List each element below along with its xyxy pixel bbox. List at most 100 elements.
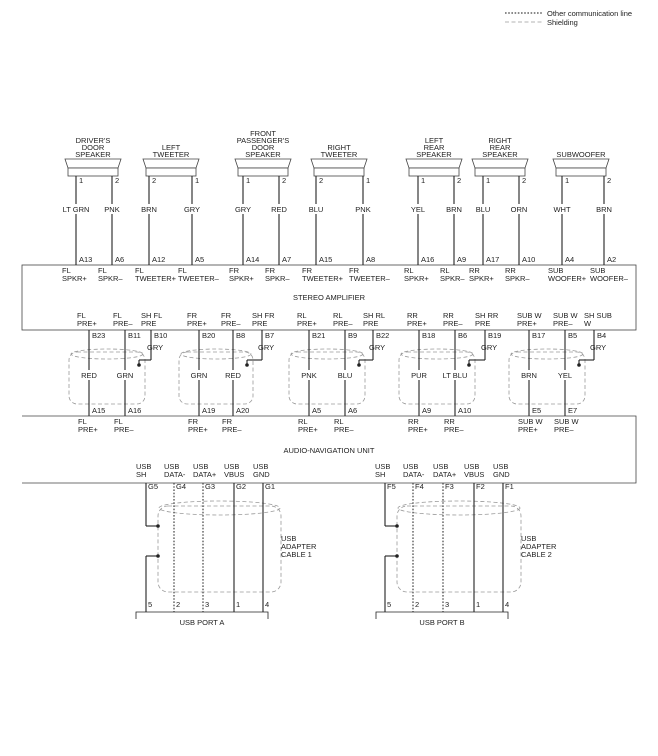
- amp-pin-label: SPKR+: [469, 274, 494, 283]
- usb-port-group-1: USBSHF55USBDATA-F42USBDATA+F33USBVBUSF21…: [375, 462, 557, 627]
- unit-pin-label: RR: [444, 417, 455, 426]
- wire-label-bg: [265, 204, 293, 214]
- usb-port-pin-number: 3: [445, 600, 449, 609]
- speaker-pin-number: 1: [246, 176, 250, 185]
- usb-pin-label: VBUS: [464, 470, 484, 479]
- amp-pin-label: FR: [229, 266, 240, 275]
- splice-dot: [577, 363, 581, 367]
- speaker-connector-body: [474, 167, 526, 177]
- channel-shield-top: [70, 348, 144, 360]
- speaker-wire-color: RED: [271, 205, 287, 214]
- wire-label-bg: [553, 370, 577, 380]
- amp-pre-label: PRE–: [221, 319, 241, 328]
- wire-label-bg: [178, 204, 206, 214]
- unit-terminal-label: A9: [422, 406, 431, 415]
- speaker-wire-color: LT GRN: [63, 205, 90, 214]
- amp-pre-label: PRE+: [77, 319, 97, 328]
- legend: Other communication line Shielding: [505, 9, 632, 27]
- channel-shield-top: [510, 348, 584, 360]
- amp-pre-label: PRE+: [407, 319, 427, 328]
- splice-dot: [156, 554, 160, 558]
- speaker-connector-top: [234, 158, 292, 169]
- amp-pre-label: PRE+: [297, 319, 317, 328]
- wire-label-bg: [187, 370, 211, 380]
- usb-pin-label: USB: [464, 462, 479, 471]
- amp-terminal-label: B4: [597, 331, 606, 340]
- usb-terminal-label: F5: [387, 482, 396, 491]
- speaker-name-line: PASSENGER'S: [237, 136, 290, 145]
- splice-dot: [245, 363, 249, 367]
- speaker-name-line: LEFT: [162, 143, 181, 152]
- amp-pre-label: W: [584, 319, 592, 328]
- amp-terminal-label: B8: [236, 331, 245, 340]
- usb-cable-label: CABLE 2: [521, 550, 552, 559]
- unit-terminal-label: A16: [128, 406, 141, 415]
- unit-pin-label: PRE+: [78, 425, 98, 434]
- usb-cable-label: USB: [521, 534, 536, 543]
- speaker-2: FRONTPASSENGER'SDOORSPEAKER1GRYA14FRSPKR…: [229, 129, 293, 283]
- usb-port-pin-number: 5: [148, 600, 152, 609]
- usb-cable-label: ADAPTER: [281, 542, 317, 551]
- amp-terminal-label: A7: [282, 255, 291, 264]
- usb-terminal-label: F3: [445, 482, 454, 491]
- speaker-3: RIGHTTWEETER2BLUA15FRTWEETER+1PNKA8FRTWE…: [302, 143, 391, 283]
- wire-label-bg: [229, 204, 257, 214]
- amp-terminal-label: B22: [376, 331, 389, 340]
- usb-pin-label: USB: [193, 462, 208, 471]
- usb-pin-label: DATA+: [193, 470, 217, 479]
- unit-pin-label: PRE+: [188, 425, 208, 434]
- amp-pre-label: SH FR: [252, 311, 275, 320]
- speaker-name-line: SUBWOOFER: [556, 150, 606, 159]
- wire-label-bg: [469, 204, 497, 214]
- amp-terminal-label: B23: [92, 331, 105, 340]
- amp-pre-label: PRE: [475, 319, 490, 328]
- usb-pin-label: USB: [253, 462, 268, 471]
- amp-terminal-label: B18: [422, 331, 435, 340]
- speaker-connector-top: [471, 158, 529, 169]
- speaker-pin-number: 1: [79, 176, 83, 185]
- speaker-pin-number: 2: [522, 176, 526, 185]
- speaker-wire-color: GRY: [235, 205, 251, 214]
- amp-pre-label: FL: [77, 311, 86, 320]
- amp-pin-label: FL: [98, 266, 107, 275]
- amp-pre-label: SH RR: [475, 311, 499, 320]
- amp-pre-label: PRE–: [333, 319, 353, 328]
- speaker-name-line: SPEAKER: [416, 150, 452, 159]
- channel-shield: [68, 351, 146, 405]
- drain-wire-color: GRY: [369, 343, 385, 352]
- amp-pre-label: PRE: [141, 319, 156, 328]
- usb-port-label: USB PORT A: [180, 618, 225, 627]
- channel-wire-color: RED: [81, 371, 97, 380]
- wire-label-bg: [98, 204, 126, 214]
- channel-wire-color: RED: [225, 371, 241, 380]
- usb-terminal-label: G2: [236, 482, 246, 491]
- amp-pin-label: FL: [135, 266, 144, 275]
- amp-pre-label: PRE: [252, 319, 267, 328]
- usb-pin-label: USB: [493, 462, 508, 471]
- splice-dot: [395, 524, 399, 528]
- amp-pin-label: TWEETER–: [178, 274, 220, 283]
- amp-pin-label: SUB: [548, 266, 563, 275]
- unit-terminal-label: A5: [312, 406, 321, 415]
- wire-label-bg: [302, 204, 330, 214]
- speaker-5: RIGHTREARSPEAKER1BLUA17RRSPKR+2ORNA10RRS…: [469, 136, 535, 283]
- amp-pin-label: TWEETER+: [302, 274, 344, 283]
- speaker-pin-number: 1: [421, 176, 425, 185]
- wire-label-bg: [77, 370, 101, 380]
- amp-terminal-label: A4: [565, 255, 574, 264]
- channel-shield-top: [180, 348, 252, 360]
- splice-dot: [395, 554, 399, 558]
- usb-pin-label: USB: [224, 462, 239, 471]
- speaker-6: SUBWOOFER1WHTA4SUBWOOFER+2BRNA2SUBWOOFER…: [548, 150, 629, 283]
- unit-pin-label: FR: [222, 417, 233, 426]
- amp-pin-label: FR: [302, 266, 313, 275]
- amp-terminal-label: B20: [202, 331, 215, 340]
- wire-label-bg: [62, 204, 90, 214]
- usb-terminal-label: F1: [505, 482, 514, 491]
- amp-pre-label: SUB W: [553, 311, 579, 320]
- speaker-wire-color: YEL: [411, 205, 425, 214]
- wire-label-bg: [443, 370, 467, 380]
- speaker-name-line: RIGHT: [327, 143, 351, 152]
- amp-terminal-label: B17: [532, 331, 545, 340]
- unit-pin-label: PRE–: [554, 425, 574, 434]
